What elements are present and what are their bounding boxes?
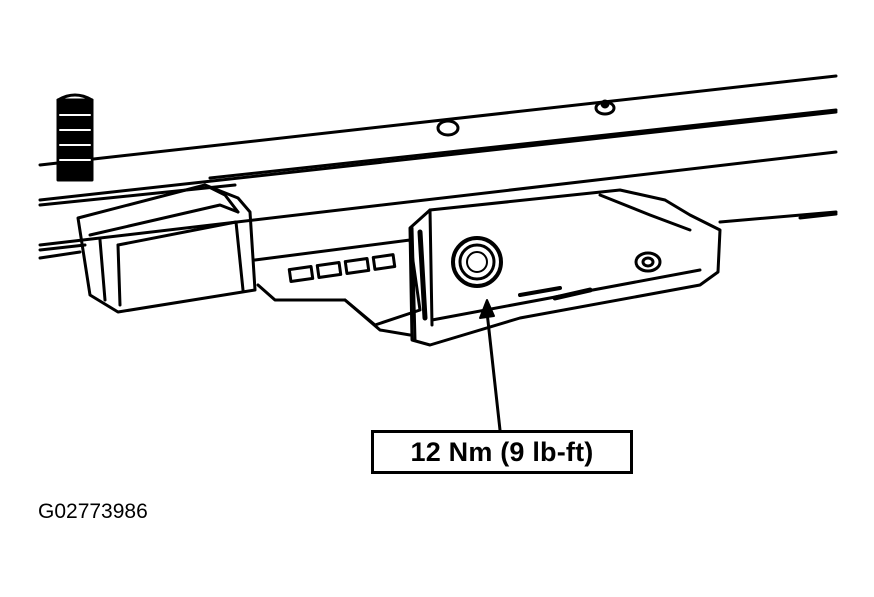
stud — [56, 93, 94, 182]
frame-rail — [38, 74, 838, 260]
leader-arrow — [479, 299, 502, 432]
mount-bracket — [408, 188, 722, 347]
left-bracket — [76, 183, 257, 314]
figure-id: G02773986 — [38, 500, 148, 523]
torque-bolt — [451, 236, 503, 288]
torque-callout: 12 Nm (9 lb-ft) — [371, 430, 633, 474]
rail-bolts — [436, 99, 616, 137]
slotted-plate — [253, 238, 422, 337]
torque-label: 12 Nm (9 lb-ft) — [410, 436, 594, 467]
